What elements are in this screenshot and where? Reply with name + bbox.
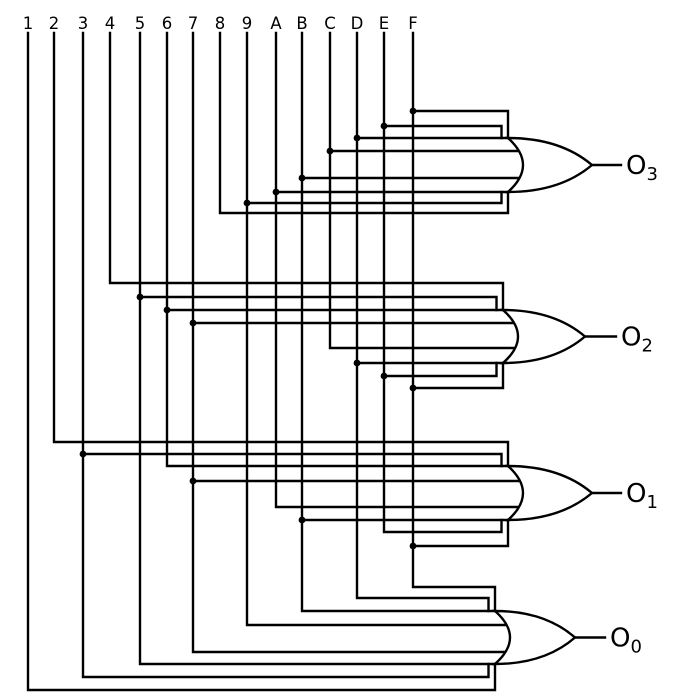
or-gate-O1 [504, 464, 594, 522]
output-label-subscript: 1 [646, 492, 657, 513]
wire-branch-E-to-O2 [382, 361, 498, 378]
junction-dot-E-O2 [380, 372, 388, 380]
junction-dot-F-O3 [409, 107, 417, 115]
wire-branch-E-to-O3 [382, 124, 503, 140]
junction-dot-B-O3 [298, 174, 306, 182]
input-label-B: B [296, 14, 307, 33]
junction-dot-D-O2 [353, 359, 361, 367]
wire-branch-5-to-O2 [138, 295, 498, 312]
wire-input-9-to-O0 [245, 31, 508, 627]
wire-branch-F-to-O2 [411, 361, 505, 390]
input-label-3: 3 [78, 14, 89, 33]
junction-dot-C-O3 [326, 147, 334, 155]
output-label-subscript: 0 [630, 637, 641, 658]
junction-dot-F-O2 [409, 384, 417, 392]
or-gate-O3 [504, 136, 594, 194]
input-label-2: 2 [49, 14, 60, 33]
input-label-5: 5 [135, 14, 146, 33]
wire-input-2-to-O1 [52, 31, 510, 468]
input-label-7: 7 [188, 14, 199, 33]
junction-dot-7-O1 [189, 477, 197, 485]
input-label-4: 4 [105, 14, 116, 33]
or-gate-O0 [491, 609, 577, 666]
input-label-6: 6 [162, 14, 173, 33]
wire-branch-F-to-O3 [411, 109, 510, 140]
wire-branch-3-to-O1 [81, 452, 503, 468]
input-label-C: C [324, 14, 336, 33]
wire-input-1-to-O0 [26, 31, 497, 692]
junction-dot-5-O2 [136, 293, 144, 301]
wire-input-3-to-O0 [81, 31, 490, 679]
input-label-1: 1 [23, 14, 34, 33]
wire-input-8-to-O3 [218, 31, 510, 215]
junction-dot-F-O1 [409, 542, 417, 550]
junction-dot-6-O2 [163, 306, 171, 314]
wire-input-5-to-O0 [138, 31, 497, 666]
input-label-F: F [408, 14, 418, 33]
input-label-9: 9 [242, 14, 253, 33]
input-label-8: 8 [215, 14, 226, 33]
wire-branch-F-to-O1 [411, 518, 510, 548]
junction-dot-3-O1 [79, 450, 87, 458]
output-label-subscript: 3 [646, 164, 657, 185]
wire-input-F-to-O0 [411, 31, 497, 613]
output-label-subscript: 2 [641, 336, 652, 357]
input-label-E: E [379, 14, 389, 33]
input-label-A: A [270, 14, 282, 33]
wire-input-C-to-O2 [328, 31, 517, 350]
wire-input-D-to-O0 [355, 31, 490, 613]
junction-dot-D-O3 [353, 134, 361, 142]
junction-dot-7-O2 [189, 319, 197, 327]
junction-dot-B-O1 [298, 516, 306, 524]
or-gate-O2 [499, 308, 587, 365]
wire-input-4-to-O2 [108, 31, 505, 312]
wire-input-6-to-O1 [165, 31, 510, 468]
wire-branch-9-to-O3 [245, 190, 503, 205]
wire-input-B-to-O0 [300, 31, 497, 613]
input-label-D: D [351, 14, 364, 33]
junction-dot-E-O3 [380, 122, 388, 130]
wire-input-E-to-O1 [382, 31, 503, 534]
junction-dot-9-O3 [243, 199, 251, 207]
wire-input-7-to-O0 [191, 31, 507, 654]
junction-dot-A-O3 [272, 188, 280, 196]
